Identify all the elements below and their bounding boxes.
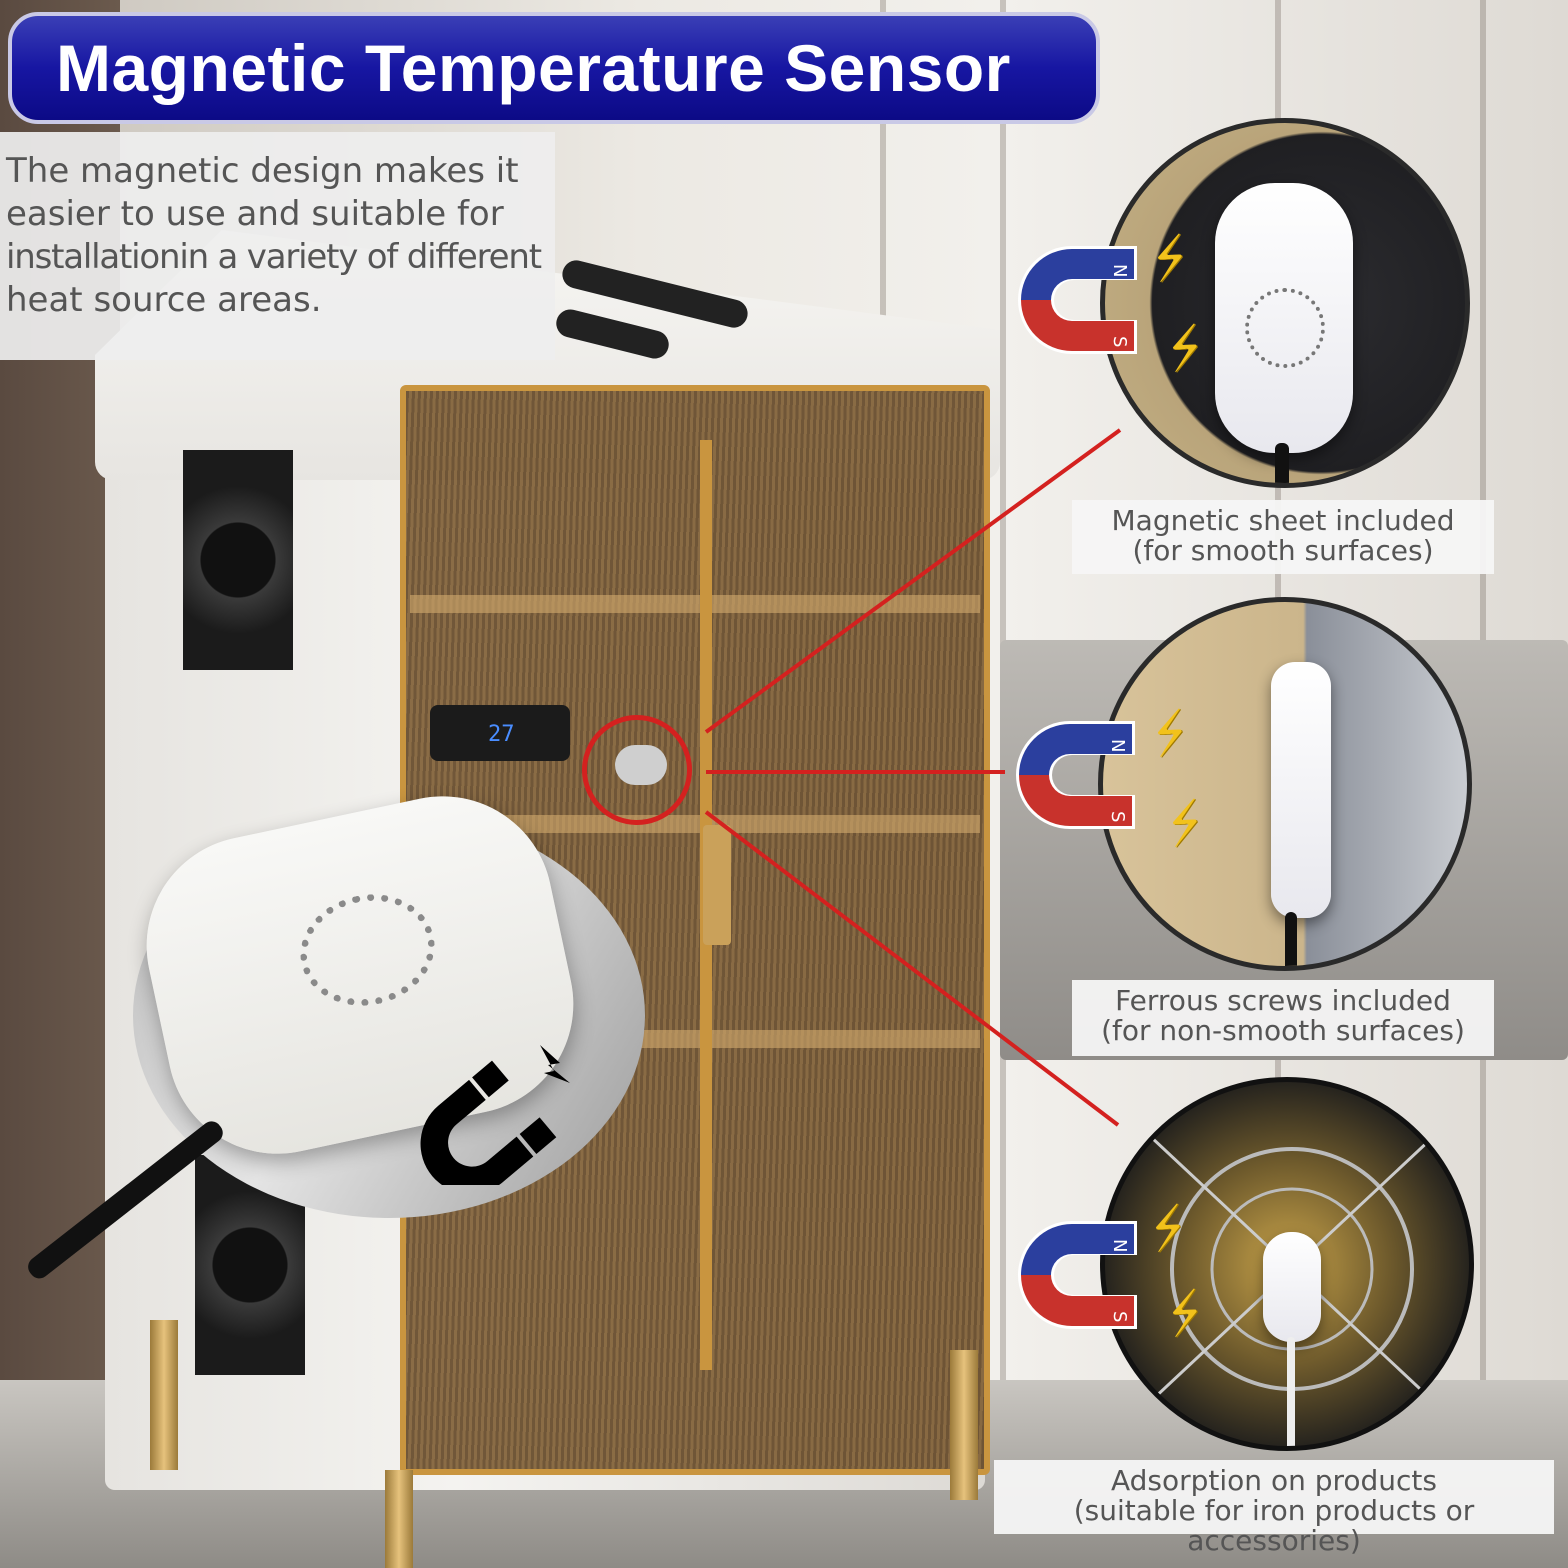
caption-line: (for smooth surfaces) bbox=[1132, 534, 1434, 567]
caption-line: Magnetic sheet included bbox=[1111, 504, 1455, 537]
pointer-line-1 bbox=[704, 428, 1122, 734]
title-banner: Magnetic Temperature Sensor bbox=[8, 12, 1100, 124]
magnet-icon: N S bbox=[1016, 721, 1135, 829]
cabinet-shelf bbox=[410, 595, 980, 613]
magnet-icon: N S bbox=[1018, 1221, 1137, 1329]
caption-line: Ferrous screws included bbox=[1115, 984, 1451, 1017]
cabinet-shelf bbox=[410, 815, 980, 833]
intro-line: easier to use and suitable for bbox=[6, 194, 504, 234]
magnet-pole-n: N bbox=[1107, 739, 1128, 752]
intro-line: heat source areas. bbox=[6, 280, 322, 320]
magnet-icon bbox=[420, 1045, 570, 1185]
callout-magnetic-sheet bbox=[1100, 118, 1470, 488]
fan-vent bbox=[183, 450, 293, 670]
sensor-vent-dots bbox=[1245, 288, 1325, 368]
sensor-cable bbox=[1287, 1337, 1295, 1446]
fan-vent bbox=[195, 1155, 305, 1375]
magnet-pole-n: N bbox=[1109, 1239, 1130, 1252]
magnet-pole-s: S bbox=[1109, 1311, 1130, 1322]
caption-line: (suitable for iron products or accessori… bbox=[1073, 1494, 1475, 1557]
caption-adsorption: Adsorption on products (suitable for iro… bbox=[994, 1460, 1554, 1556]
sensor-device bbox=[1271, 662, 1331, 918]
lightning-bolt-icon bbox=[540, 1045, 570, 1083]
caption-ferrous-screws: Ferrous screws included (for non-smooth … bbox=[1072, 980, 1494, 1056]
intro-panel bbox=[0, 132, 555, 360]
magnet-pole-s: S bbox=[1107, 811, 1128, 822]
sensor-cable bbox=[1285, 912, 1297, 966]
magnet-pole-n: N bbox=[1109, 264, 1130, 277]
caption-magnetic-sheet: Magnetic sheet included (for smooth surf… bbox=[1072, 500, 1494, 574]
intro-line: installationin a variety of different bbox=[6, 237, 542, 277]
cabinet-leg bbox=[385, 1470, 413, 1568]
intro-line: The magnetic design makes it bbox=[6, 151, 519, 191]
callout-ferrous-screws bbox=[1098, 597, 1472, 971]
door-handle bbox=[703, 825, 731, 945]
callout-adsorption bbox=[1100, 1077, 1474, 1451]
sensor-device bbox=[1263, 1232, 1321, 1342]
highlight-ring bbox=[582, 715, 692, 825]
thermostat-reading: 27 bbox=[488, 722, 515, 747]
cabinet-leg bbox=[150, 1320, 178, 1470]
cabinet-leg bbox=[950, 1350, 978, 1500]
page-title: Magnetic Temperature Sensor bbox=[56, 31, 1011, 105]
sensor-cable bbox=[1275, 443, 1289, 483]
magnet-icon: N S bbox=[1018, 246, 1137, 354]
caption-line: (for non-smooth surfaces) bbox=[1101, 1014, 1465, 1047]
intro-text: The magnetic design makes it easier to u… bbox=[6, 150, 546, 322]
caption-line: Adsorption on products bbox=[1110, 1464, 1438, 1497]
pointer-line-3 bbox=[704, 810, 1120, 1127]
magnet-pole-s: S bbox=[1109, 336, 1130, 347]
thermostat-display bbox=[430, 705, 570, 761]
